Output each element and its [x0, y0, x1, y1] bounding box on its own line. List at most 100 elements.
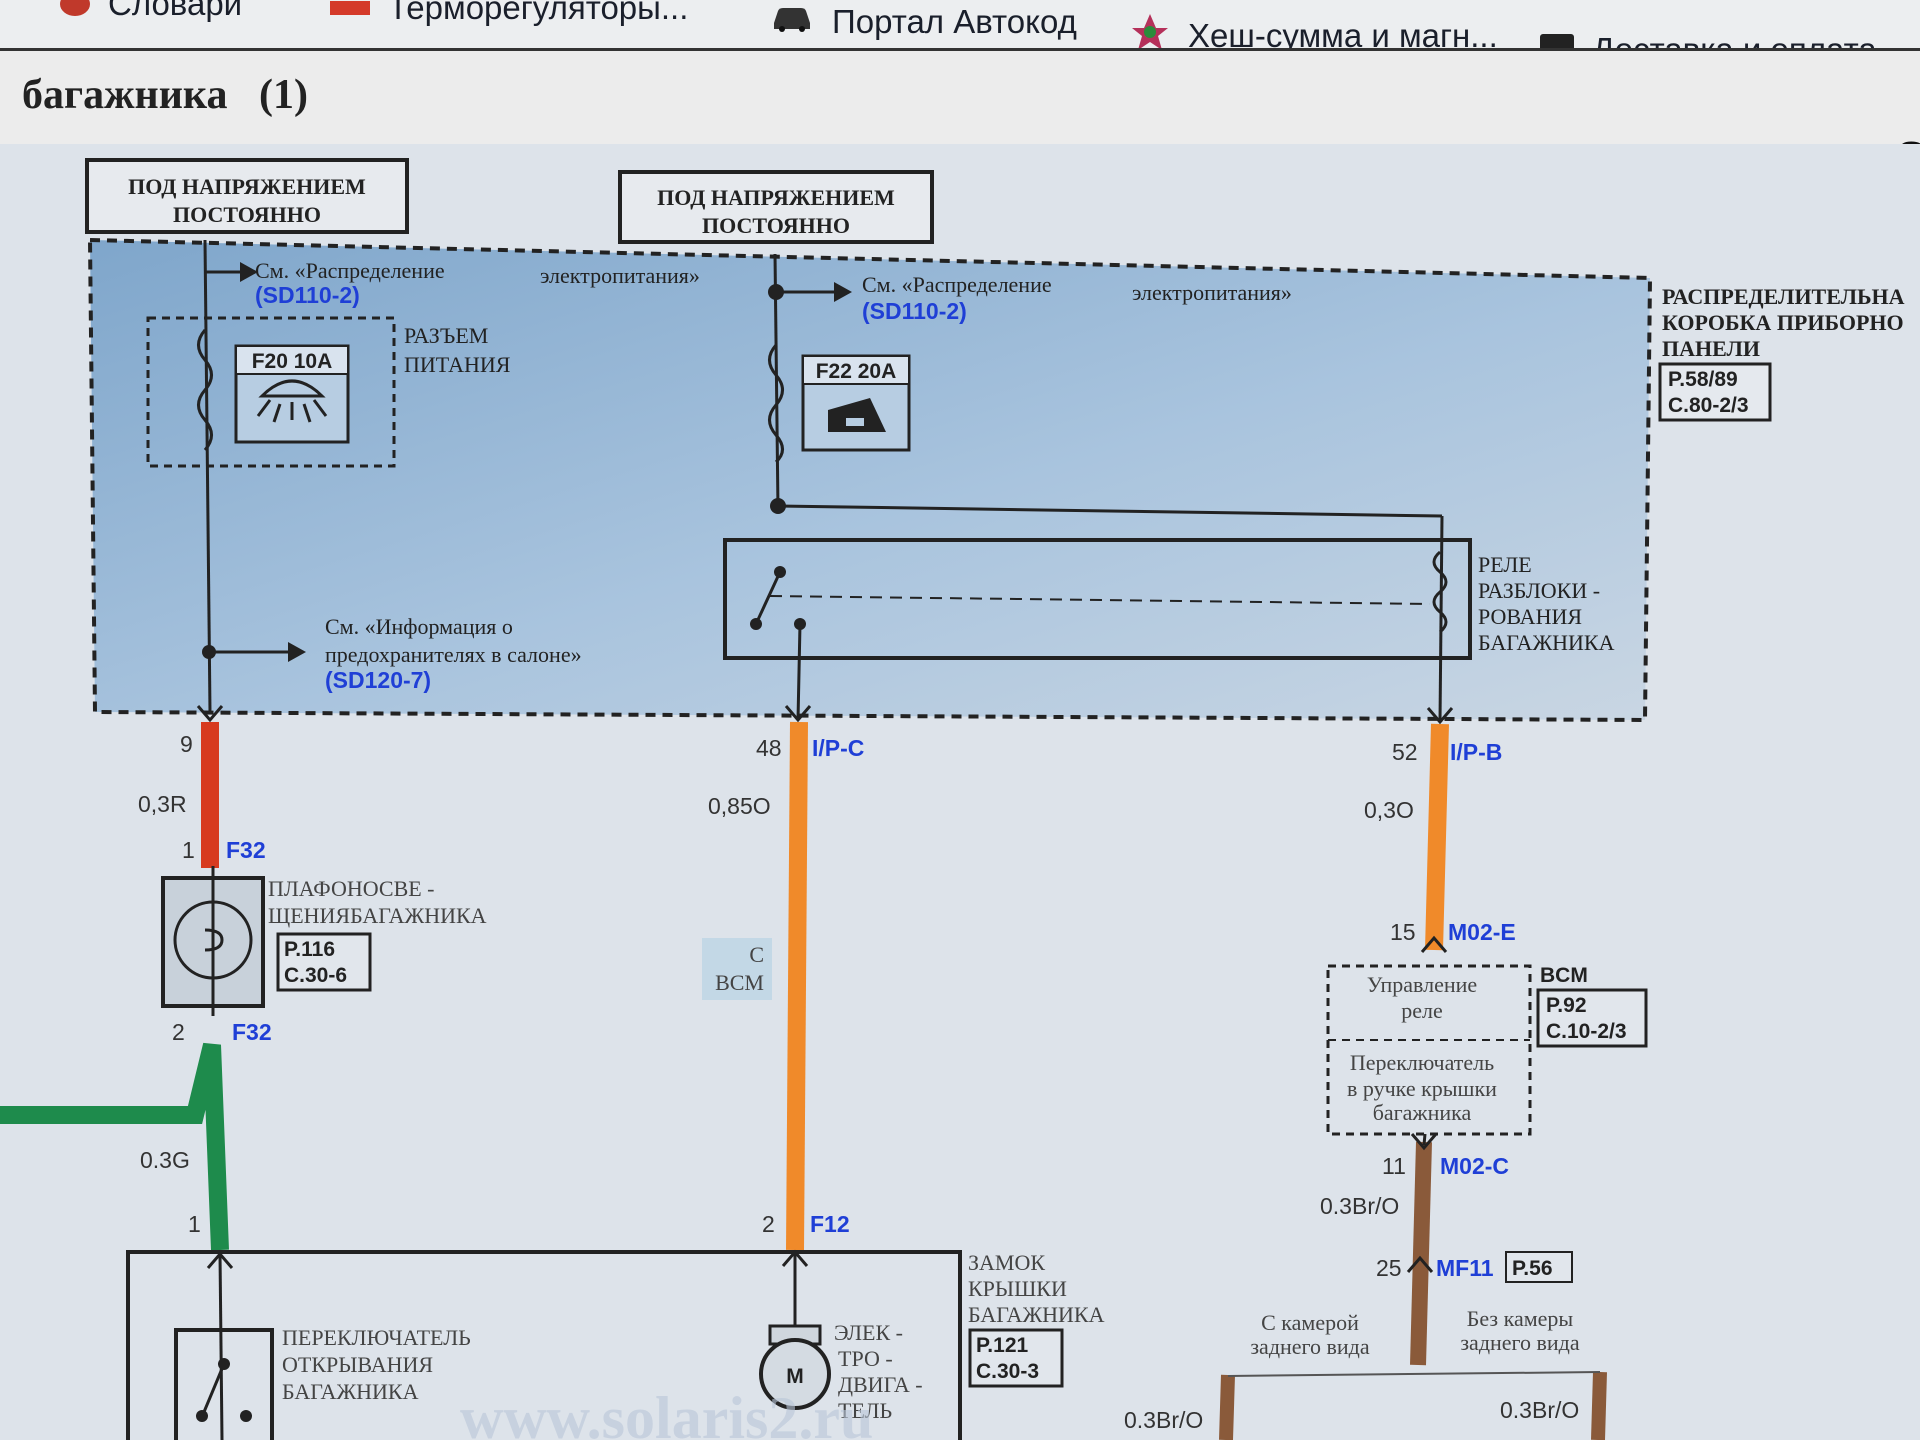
fuse-f20-label: F20 10A	[252, 350, 333, 373]
power-label-left-line1: ПОД НАПРЯЖЕНИЕМ	[128, 174, 366, 199]
junction-label-line3: ПАНЕЛИ	[1662, 336, 1760, 361]
camera-with-line2: заднего вида	[1250, 1334, 1370, 1359]
connector-arrow-bcm	[1420, 935, 1448, 953]
lamp-label-line1: ПЛАФОНОСВЕ -	[268, 876, 435, 901]
switch-label-line1: ПЕРЕКЛЮЧАТЕЛЬ	[282, 1325, 471, 1350]
bookmark-slovari[interactable]: Словари	[60, 0, 242, 26]
lock-label-line3: БАГАЖНИКА	[968, 1302, 1105, 1327]
ref1-code: (SD110-2)	[255, 282, 360, 308]
relay-label-line2: РАЗБЛОКИ -	[1478, 578, 1600, 603]
relay-label-line1: РЕЛЕ	[1478, 552, 1532, 577]
wire-label-03O: 0,3O	[1364, 797, 1414, 823]
wire-brown-right	[1591, 1371, 1607, 1440]
info-code: (SD120-7)	[325, 667, 431, 693]
ref2-line2: электропитания»	[1132, 280, 1292, 305]
connector-arrow-left	[196, 705, 224, 723]
info-line1: См. «Информация о	[325, 614, 513, 639]
wire-label-03BrO-right: 0.3Br/O	[1500, 1397, 1579, 1423]
camera-branch-line	[1227, 1371, 1601, 1377]
wiring-diagram: ПОД НАПРЯЖЕНИЕМ ПОСТОЯННО ПОД НАПРЯЖЕНИЕ…	[0, 144, 1920, 1440]
junction-label-line2: КОРОБКА ПРИБОРНО	[1662, 310, 1904, 335]
watermark: www.solaris2.ru	[460, 1385, 873, 1440]
relay-switch-arm	[754, 571, 782, 625]
trunk-lock-icon	[828, 398, 886, 432]
pin-15: 15	[1390, 919, 1416, 945]
connector-m02c: M02-C	[1440, 1153, 1509, 1179]
bcm-ref-line1: P.92	[1546, 994, 1587, 1017]
mf11-ref-box	[1505, 1251, 1573, 1283]
switch-box	[174, 1328, 274, 1440]
bcm-switch-line3: багажника	[1373, 1100, 1472, 1125]
connector-label-line2: ПИТАНИЯ	[404, 352, 511, 377]
motor-label-line1: ЭЛЕК -	[834, 1320, 903, 1345]
bookmark-avtokod[interactable]: Портал Автокод	[770, 0, 1077, 44]
connector-f32-bottom: F32	[232, 1019, 272, 1045]
junction-label-line1: РАСПРЕДЕЛИТЕЛЬНА	[1662, 284, 1905, 309]
bookmarks-bar: Словари Терморегуляторы... Портал Автоко…	[0, 0, 1920, 68]
car-icon	[770, 3, 814, 41]
wire-label-03R: 0,3R	[138, 791, 187, 817]
wire-switch-down	[218, 1253, 224, 1440]
wire-brown-03BrO	[1410, 1141, 1432, 1366]
info-line2: предохранителях в салоне»	[325, 642, 582, 667]
bookmark-hash[interactable]: Хеш-сумма и магн...	[1130, 14, 1498, 58]
lock-ref-line1: P.121	[976, 1334, 1028, 1357]
wire-bcm-out	[1422, 1133, 1427, 1146]
bcm-note-line2: BCM	[715, 970, 764, 995]
pin-25: 25	[1376, 1255, 1402, 1281]
fuse-f20-label-bg	[235, 345, 349, 375]
camera-without-line1: Без камеры	[1467, 1306, 1574, 1331]
pin-9: 9	[180, 731, 193, 757]
ref1-line1: См. «Распределение	[255, 258, 445, 283]
bookmark-label: Терморегуляторы...	[388, 0, 689, 26]
bookmark-thermo[interactable]: Терморегуляторы...	[330, 0, 688, 30]
motor-symbol: M	[786, 1365, 804, 1388]
bcm-relay-line1: Управление	[1367, 972, 1477, 997]
bcm-switch-line2: в ручке крышки	[1347, 1076, 1497, 1101]
wire-brown-left	[1219, 1374, 1235, 1440]
relay-dash-link	[769, 595, 1431, 605]
page-title: багажника (1)	[22, 72, 308, 118]
bookmark-label: Портал Автокод	[832, 3, 1077, 40]
junction-ref-line1: P.58/89	[1668, 368, 1738, 391]
switch-contact-b	[240, 1410, 252, 1422]
bcm-ref-line2: C.10-2/3	[1546, 1020, 1627, 1043]
pin-1-bottom: 1	[188, 1211, 201, 1237]
motor-label-line2: ТРО -	[838, 1346, 893, 1371]
wire-label-03BrO: 0.3Br/O	[1320, 1193, 1399, 1219]
connector-arrow-bcm-out	[1410, 1133, 1438, 1151]
document-header: багажника (1) S	[0, 48, 1920, 182]
bcm-title: BCM	[1540, 964, 1588, 987]
wire-relay-coil-feed	[777, 504, 1443, 518]
lamp-ref-box	[276, 932, 372, 992]
bcm-note-bg	[702, 938, 772, 1000]
wire-label-03G: 0.3G	[140, 1147, 190, 1173]
dome-lamp-icon	[256, 379, 328, 423]
motor-icon	[759, 1338, 831, 1410]
lamp-ref-line1: P.116	[284, 938, 335, 961]
lamp-ref-line2: C.30-6	[284, 964, 347, 987]
bookmark-label: Хеш-сумма и магн...	[1188, 17, 1498, 54]
relay-label-line3: РОВАНИЯ	[1478, 604, 1582, 629]
relay-label-line4: БАГАЖНИКА	[1478, 630, 1615, 655]
bcm-ref-box	[1536, 988, 1648, 1048]
switch-contact-a	[196, 1410, 208, 1422]
arrow-right-icon	[240, 262, 258, 282]
lock-ref-line2: C.30-3	[976, 1360, 1039, 1383]
pin-48: 48	[756, 735, 782, 761]
camera-without-line2: заднего вида	[1460, 1330, 1580, 1355]
lock-label-line1: ЗАМОК	[968, 1250, 1045, 1275]
wire-relay-coil-down	[1438, 515, 1444, 723]
ref1-line2: электропитания»	[540, 263, 700, 288]
connector-m02e: M02-E	[1448, 919, 1516, 945]
power-label-mid-line2: ПОСТОЯННО	[702, 213, 850, 238]
connector-ipc: I/P-C	[812, 735, 864, 761]
bookmark-icon	[60, 0, 90, 16]
connector-arrow-right	[1426, 707, 1454, 725]
bcm-relay-line2: реле	[1401, 998, 1443, 1023]
bcm-box	[1326, 964, 1532, 1136]
junction-ref-line2: C.80-2/3	[1668, 394, 1749, 417]
connector-arrow-mid	[784, 705, 812, 723]
relay-contact-left	[750, 618, 762, 630]
mf11-ref: P.56	[1512, 1257, 1553, 1280]
